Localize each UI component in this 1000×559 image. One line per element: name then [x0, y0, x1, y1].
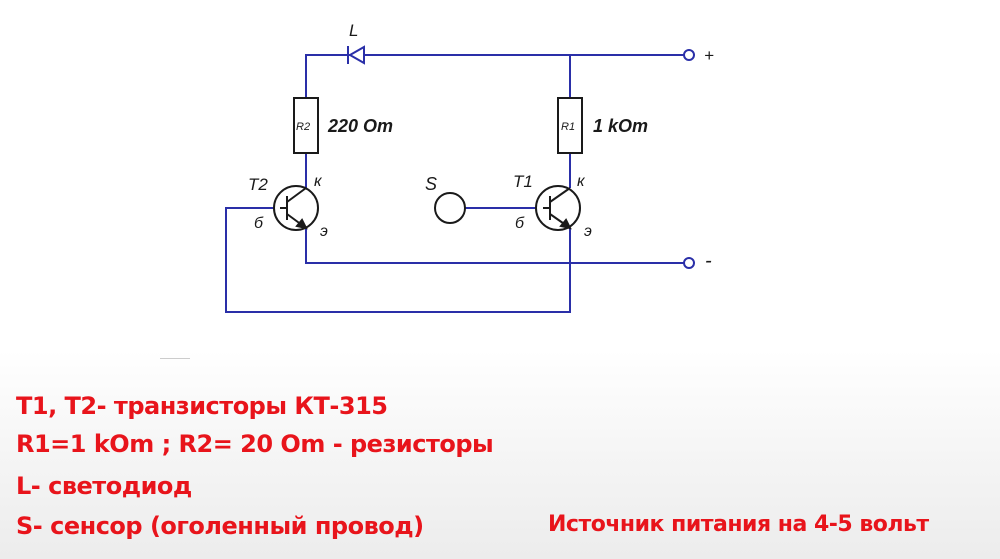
led-label: L: [349, 21, 358, 40]
caption-background: [0, 350, 1000, 559]
t1-collector-label: к: [577, 173, 586, 190]
power-supply-note: Источник питания на 4-5 вольт: [548, 512, 929, 537]
sensor-pad: [434, 192, 466, 224]
r1-label: R1: [561, 121, 575, 133]
r2-label: R2: [296, 121, 310, 133]
minus-label: -: [705, 250, 712, 272]
t1-label: T1: [513, 172, 533, 191]
divider-dash: [160, 358, 190, 359]
minus-terminal: [683, 257, 695, 269]
legend-transistors: T1, T2- транзисторы КТ-315: [16, 392, 388, 420]
resistor-r1: [557, 97, 583, 154]
r1-value: 1 kOm: [593, 116, 648, 136]
plus-terminal: [683, 49, 695, 61]
t2-label: T2: [248, 175, 268, 194]
r2-value: 220 Om: [327, 116, 393, 136]
t2-collector-label: к: [314, 173, 323, 190]
transistor-t2: [273, 185, 319, 231]
minus-rail-wire: [305, 228, 684, 264]
feedback-loop-wire: [225, 207, 571, 313]
legend-sensor: S- сенсор (оголенный провод): [16, 512, 424, 540]
t1-emitter-label: э: [584, 223, 592, 240]
legend-led: L- светодиод: [16, 472, 192, 500]
top-rail-wire: [305, 54, 340, 98]
led-diode: [340, 45, 368, 65]
wires: [225, 54, 684, 313]
plus-label: +: [704, 46, 714, 65]
t2-base-label: б: [254, 215, 264, 232]
legend-resistors: R1=1 kOm ; R2= 20 Om - резисторы: [16, 430, 494, 458]
transistor-t1: [535, 185, 581, 231]
t2-emitter-label: э: [320, 223, 328, 240]
resistor-r2: [293, 97, 319, 154]
t1-base-label: б: [515, 215, 525, 232]
sensor-label: S: [425, 174, 437, 194]
